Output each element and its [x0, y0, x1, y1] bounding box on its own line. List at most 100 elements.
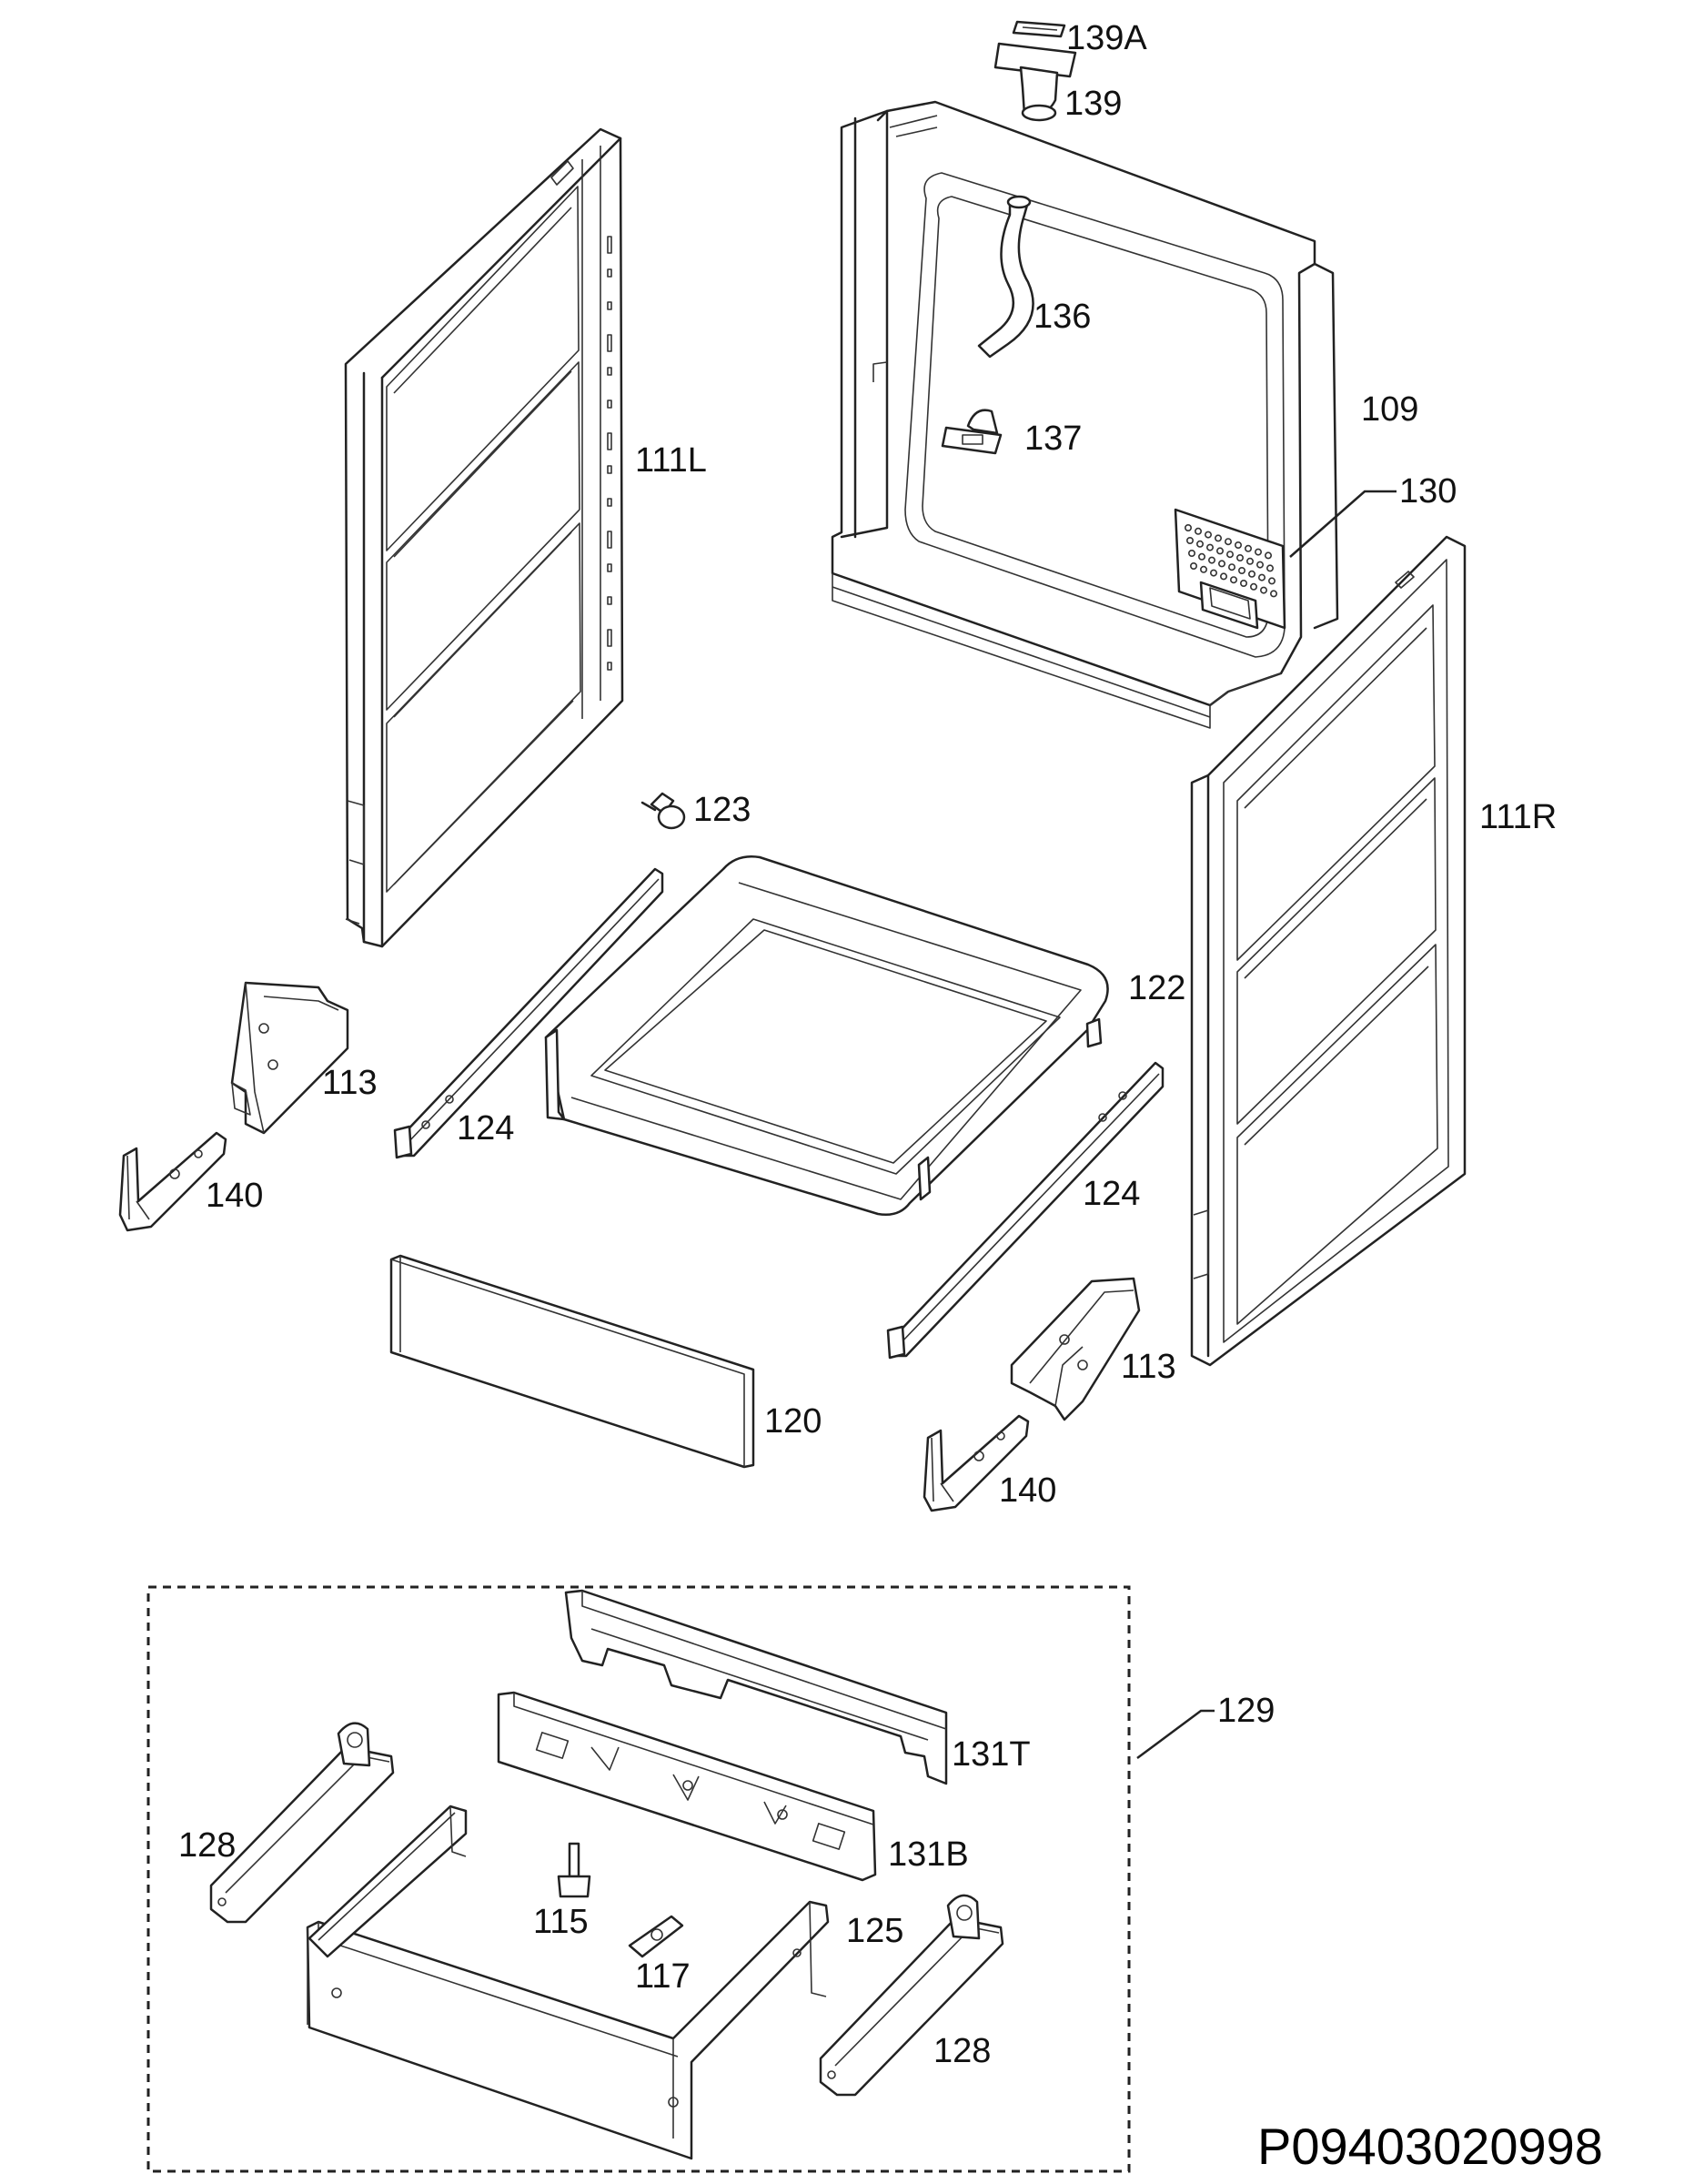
label-139: 139: [1064, 85, 1122, 123]
label-130: 130: [1399, 472, 1457, 511]
perforation-hole: [1245, 544, 1253, 552]
label-129: 129: [1217, 1692, 1275, 1730]
part-124b-right-rail: [886, 1061, 1165, 1360]
part-128a-caster-rail: [209, 1722, 395, 1924]
perforation-hole: [1258, 573, 1266, 581]
perforation-hole: [1198, 552, 1206, 561]
label-120: 120: [764, 1402, 822, 1441]
part-111l-left-side-panel: [344, 127, 624, 948]
part-139-vent-outlet: [993, 42, 1077, 122]
leader-130: [1289, 490, 1397, 558]
drawing-code: P09403020998: [1257, 2118, 1603, 2175]
perforation-hole: [1210, 569, 1218, 577]
part-128b-caster-rail: [819, 1894, 1004, 2097]
mounting-slot: [607, 399, 612, 409]
mounting-slot: [607, 596, 612, 605]
mounting-slot: [607, 465, 612, 474]
part-140a-hinge: [118, 1131, 227, 1232]
part-113b-hinge-bracket: [1010, 1277, 1141, 1421]
label-111r: 111R: [1479, 798, 1557, 836]
perforation-hole: [1190, 561, 1198, 570]
label-140a: 140: [206, 1177, 263, 1215]
perforation-hole: [1235, 541, 1243, 549]
perforation-hole: [1270, 590, 1278, 598]
perforation-hole: [1238, 566, 1246, 574]
label-111l: 111L: [635, 441, 707, 480]
part-120-drawer-front: [389, 1254, 755, 1469]
perforation-hole: [1256, 561, 1265, 569]
part-122-drawer-bin: [544, 855, 1109, 1216]
perforation-hole: [1216, 547, 1225, 555]
part-113a-hinge-bracket: [230, 981, 349, 1135]
perforation-hole: [1260, 586, 1268, 594]
perforation-hole: [1250, 582, 1258, 591]
label-115: 115: [533, 1903, 589, 1941]
part-131b-trolley-bar: [497, 1691, 877, 1882]
part-117-mounting-plate: [628, 1915, 684, 1958]
mounting-slot: [607, 268, 612, 278]
mounting-slot: [607, 301, 612, 310]
perforation-hole: [1218, 560, 1226, 568]
perforation-hole: [1228, 563, 1236, 571]
label-113b: 113: [1121, 1348, 1176, 1386]
perforation-hole: [1200, 565, 1208, 573]
perforation-hole: [1240, 579, 1248, 587]
perforation-hole: [1196, 540, 1205, 548]
perforation-hole: [1206, 543, 1215, 551]
perforation-hole: [1255, 548, 1263, 556]
label-125: 125: [846, 1912, 903, 1950]
perforation-hole: [1220, 572, 1228, 581]
perforation-hole: [1226, 551, 1235, 559]
mounting-slot: [607, 367, 612, 376]
perforation-hole: [1185, 523, 1193, 531]
part-109-back-panel: [831, 100, 1339, 729]
label-131b: 131B: [888, 1835, 969, 1874]
label-136: 136: [1034, 298, 1091, 336]
label-123: 123: [693, 791, 751, 829]
mounting-slot: [607, 498, 612, 507]
part-136-hose: [977, 195, 1034, 359]
part-124a-left-rail: [393, 867, 664, 1159]
perforation-hole: [1248, 570, 1256, 578]
leader-129: [1136, 1709, 1215, 1760]
label-113a: 113: [322, 1064, 378, 1102]
part-123-screw: [640, 792, 686, 830]
label-117: 117: [635, 1957, 691, 1996]
perforation-hole: [1195, 527, 1203, 535]
perforation-hole: [1236, 553, 1245, 561]
perforation-hole: [1265, 551, 1273, 560]
mounting-slot: [607, 629, 612, 647]
kit-129-boundary: [146, 1585, 1131, 2173]
label-109: 109: [1361, 390, 1418, 429]
part-140b-hinge: [923, 1414, 1030, 1512]
label-124a: 124: [457, 1109, 514, 1148]
perforation-hole: [1225, 538, 1233, 546]
part-115-leveling-foot: [557, 1842, 591, 1898]
label-137: 137: [1024, 420, 1082, 458]
perforation-hole: [1268, 577, 1276, 585]
part-111r-right-side-panel: [1190, 535, 1467, 1367]
perforation-hole: [1205, 531, 1213, 539]
part-139a-vent-cap: [1012, 20, 1066, 38]
mounting-slot: [607, 563, 612, 572]
perforation-hole: [1230, 576, 1238, 584]
mounting-slot: [607, 236, 612, 254]
part-137-clip: [941, 409, 1003, 455]
label-124b: 124: [1083, 1175, 1140, 1213]
label-131t: 131T: [952, 1735, 1031, 1774]
label-140b: 140: [999, 1471, 1056, 1510]
perforation-hole: [1246, 557, 1255, 565]
label-122: 122: [1128, 969, 1185, 1007]
label-139a: 139A: [1066, 19, 1147, 57]
perforation-hole: [1188, 549, 1196, 557]
part-130-perforated-plate: [1174, 508, 1286, 630]
mounting-slot: [607, 334, 612, 352]
label-128a: 128: [178, 1826, 236, 1865]
part-125-base-frame: [306, 1805, 830, 2160]
perforation-hole: [1208, 556, 1216, 564]
mounting-slot: [607, 531, 612, 549]
label-128b: 128: [933, 2032, 991, 2070]
perforation-hole: [1215, 534, 1223, 542]
mounting-slot: [607, 662, 612, 671]
